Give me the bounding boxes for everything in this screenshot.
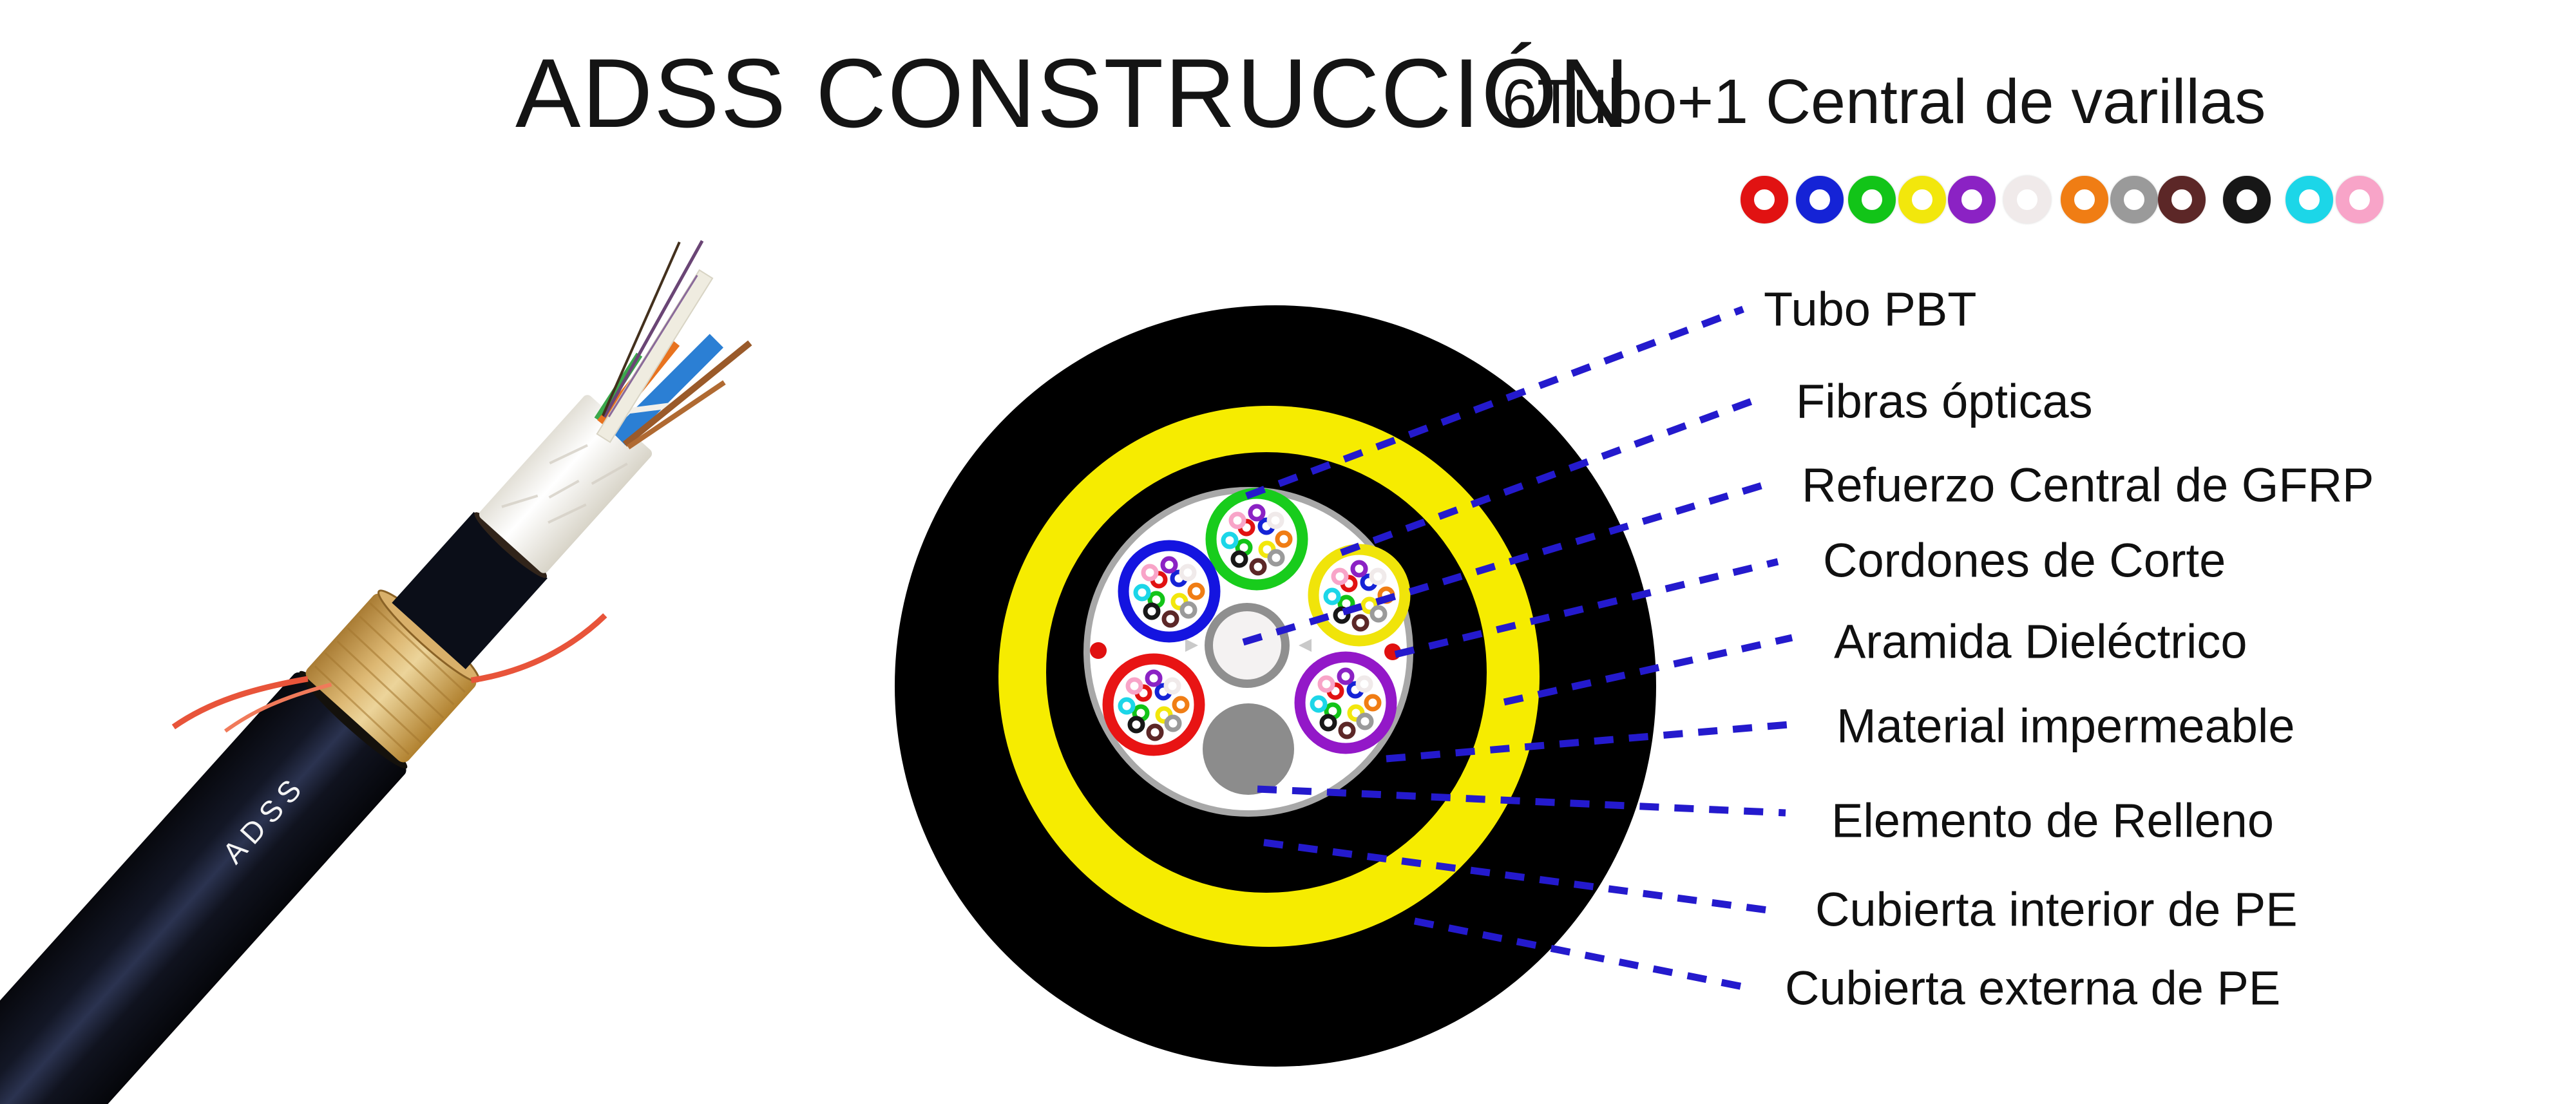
- guide-arrow-left: [1185, 639, 1198, 652]
- leader-cubierta-externa: [1413, 917, 1744, 991]
- label-refuerzo-gfrp: Refuerzo Central de GFRP: [1802, 458, 2374, 512]
- leader-cubierta-interior: [1263, 839, 1768, 914]
- legend-ring-white: [2003, 176, 2051, 224]
- legend-ring-purple: [1948, 176, 1996, 224]
- fiber-dot: [1369, 605, 1388, 623]
- label-material-impermeable: Material impermeable: [1837, 699, 2295, 753]
- legend-ring-cyan: [2285, 176, 2333, 224]
- fiber-dot: [1228, 511, 1246, 529]
- buffer-tubes: [1102, 488, 1411, 756]
- fiber-dot: [1161, 610, 1179, 628]
- fiber-dot: [1337, 667, 1355, 685]
- fiber-dot: [1145, 669, 1163, 687]
- cable-cross-section: [895, 305, 1656, 1067]
- label-cubierta-interior: Cubierta interior de PE: [1815, 882, 2298, 937]
- label-cubierta-externa: Cubierta externa de PE: [1785, 961, 2281, 1015]
- fiber-dot: [1319, 714, 1337, 732]
- legend-ring-green: [1848, 176, 1896, 224]
- label-tubo-pbt: Tubo PBT: [1764, 282, 1977, 336]
- fiber-dot: [1369, 567, 1387, 585]
- photo-brown-tube: [622, 340, 752, 447]
- leader-aramida: [1503, 634, 1793, 706]
- label-fibras-opticas: Fibras ópticas: [1796, 374, 2093, 428]
- fiber-dot: [1356, 712, 1374, 730]
- filler-element: [1203, 703, 1294, 795]
- fiber-dot: [1248, 504, 1266, 522]
- legend-ring-brown: [2158, 176, 2206, 224]
- fiber-dot: [1118, 697, 1136, 715]
- photo-tape-crinkles: [501, 444, 628, 524]
- fiber-dot: [1127, 716, 1145, 734]
- fiber-dot: [1164, 714, 1182, 732]
- fiber-dot: [1310, 695, 1328, 713]
- leader-cordones-corte: [1394, 558, 1779, 658]
- label-cordones-corte: Cordones de Corte: [1823, 533, 2226, 587]
- photo-aramid-texture: [314, 602, 466, 756]
- photo-blue-tube: [611, 334, 723, 446]
- ripcord-dot-left: [1090, 642, 1107, 659]
- fiber-dot: [1143, 602, 1161, 620]
- photo-loose-tubes: [594, 240, 752, 450]
- leader-lines: [1242, 305, 1797, 991]
- photo-ripcord-left-2: [224, 682, 332, 733]
- fiber-dot: [1172, 696, 1190, 714]
- legend-ring-orange: [2061, 176, 2108, 224]
- legend-ring-black: [2223, 176, 2271, 224]
- fiber-dot: [1266, 511, 1284, 529]
- leader-tubo-pbt: [1245, 305, 1744, 500]
- guide-arrow-right: [1299, 639, 1312, 652]
- fiber-dot: [1275, 530, 1293, 548]
- fiber-dot: [1249, 558, 1267, 576]
- fiber-dot: [1221, 531, 1239, 549]
- legend-ring-pink: [2336, 176, 2383, 224]
- legend-ring-yellow: [1898, 176, 1946, 224]
- fiber-dot: [1179, 564, 1197, 582]
- fiber-dot: [1350, 560, 1368, 578]
- fiber-dot: [1331, 567, 1349, 585]
- photo-aramid-band: [305, 593, 477, 763]
- fiber-dot: [1187, 582, 1205, 600]
- page-title: ADSS CONSTRUCCIÓN: [515, 39, 1631, 148]
- legend-ring-gray: [2110, 176, 2158, 224]
- fiber-dot: [1179, 601, 1197, 619]
- fiber-dot: [1317, 675, 1335, 693]
- page-subtitle: 6Tubo+1 Central de varillas: [1502, 66, 2266, 137]
- fiber-dot: [1146, 723, 1164, 741]
- label-aramida: Aramida Dieléctrico: [1834, 614, 2247, 669]
- fiber-dot: [1355, 675, 1373, 693]
- photo-brown-tube-2: [626, 380, 726, 450]
- legend-ring-red: [1741, 176, 1788, 224]
- fiber-dot: [1133, 584, 1151, 602]
- photo-outer-jacket: [0, 672, 406, 1104]
- fiber-dot: [1230, 550, 1248, 568]
- photo-ripcord-right: [470, 613, 607, 683]
- leader-elemento-relleno: [1257, 785, 1786, 817]
- gfrp-central-core: [1213, 611, 1281, 680]
- label-elemento-relleno: Elemento de Relleno: [1831, 794, 2274, 848]
- photo-ripcord-left: [171, 676, 309, 730]
- leader-refuerzo-gfrp: [1242, 481, 1765, 646]
- fiber-dot: [1323, 587, 1341, 605]
- legend-ring-blue: [1796, 176, 1844, 224]
- fiber-dot: [1141, 564, 1159, 582]
- fiber-dot: [1338, 721, 1356, 739]
- fiber-dot: [1364, 694, 1382, 712]
- photo-thin-fiber-lilac: [607, 274, 698, 417]
- leader-fibras-opticas: [1340, 397, 1755, 557]
- photo-thin-fiber-brown: [601, 242, 681, 417]
- cable-photo: ADSS: [0, 240, 752, 1104]
- fiber-dot: [1160, 556, 1178, 574]
- photo-ripcords: [171, 613, 607, 733]
- fiber-dot: [1125, 677, 1143, 695]
- fiber-dot: [1163, 677, 1181, 695]
- fiber-dot: [1267, 549, 1285, 567]
- photo-thin-fiber-purple: [602, 240, 704, 418]
- fiber-dot: [1351, 614, 1369, 632]
